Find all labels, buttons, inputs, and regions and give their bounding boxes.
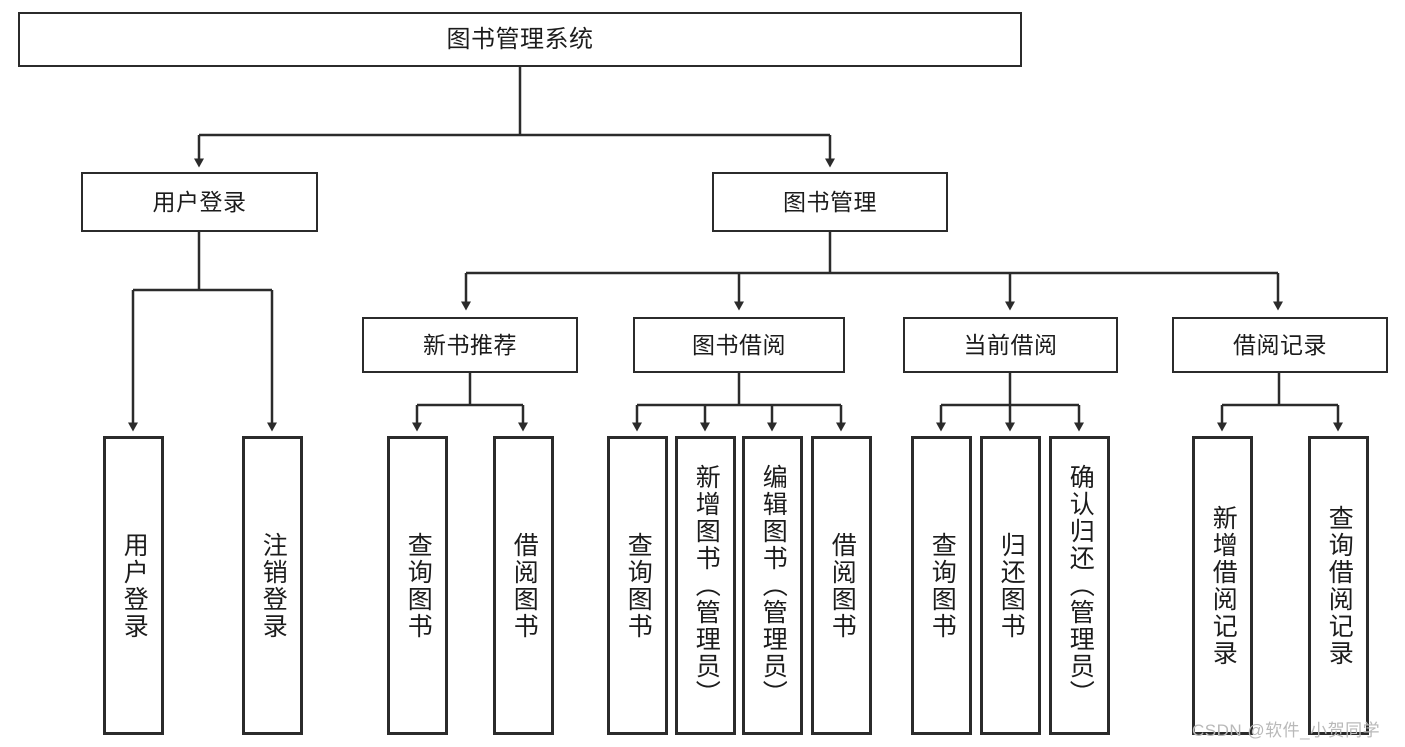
- node-leaf-borrow-book[interactable]: 借阅图书: [811, 436, 872, 735]
- node-borrow-record[interactable]: 借阅记录: [1172, 317, 1388, 373]
- node-leaf-return-book[interactable]: 归还图书: [980, 436, 1041, 735]
- node-leaf-add-book-admin[interactable]: 新增图书（管理员）: [675, 436, 736, 735]
- node-leaf-add-borrow-record[interactable]: 新增借阅记录: [1192, 436, 1253, 735]
- node-leaf-user-login[interactable]: 用户登录: [103, 436, 164, 735]
- node-book-management[interactable]: 图书管理: [712, 172, 948, 232]
- node-label: 新增图书（管理员）: [692, 464, 721, 707]
- node-current-borrow[interactable]: 当前借阅: [903, 317, 1118, 373]
- node-label: 确认归还（管理员）: [1066, 464, 1095, 707]
- node-label: 借阅图书: [510, 531, 539, 640]
- node-label: 当前借阅: [963, 331, 1058, 358]
- node-label: 注销登录: [259, 531, 288, 640]
- node-label: 查询图书: [404, 531, 433, 640]
- node-label: 新书推荐: [423, 331, 517, 358]
- node-label: 新增借阅记录: [1209, 504, 1238, 667]
- node-book-borrow[interactable]: 图书借阅: [633, 317, 845, 373]
- node-label: 借阅图书: [828, 531, 857, 640]
- node-label: 图书管理系统: [446, 25, 594, 53]
- node-label: 查询图书: [928, 531, 957, 640]
- node-leaf-query-borrow-record[interactable]: 查询借阅记录: [1308, 436, 1369, 735]
- node-leaf-query-book-borrow[interactable]: 查询图书: [607, 436, 668, 735]
- node-leaf-query-book-current[interactable]: 查询图书: [911, 436, 972, 735]
- node-label: 归还图书: [997, 531, 1026, 640]
- node-leaf-query-book-recommend[interactable]: 查询图书: [387, 436, 448, 735]
- node-label: 用户登录: [120, 531, 149, 640]
- node-label: 用户登录: [152, 188, 247, 215]
- node-label: 查询借阅记录: [1325, 504, 1354, 667]
- csdn-watermark: CSDN @软件_小贺同学: [1192, 721, 1381, 740]
- node-label: 查询图书: [624, 531, 653, 640]
- node-leaf-borrow-book-recommend[interactable]: 借阅图书: [493, 436, 554, 735]
- node-root-book-management-system[interactable]: 图书管理系统: [18, 12, 1022, 67]
- node-label: 借阅记录: [1233, 331, 1327, 358]
- node-leaf-confirm-return-admin[interactable]: 确认归还（管理员）: [1049, 436, 1110, 735]
- node-leaf-logout[interactable]: 注销登录: [242, 436, 303, 735]
- node-new-book-recommend[interactable]: 新书推荐: [362, 317, 578, 373]
- node-label: 图书借阅: [692, 331, 786, 358]
- node-user-login[interactable]: 用户登录: [81, 172, 318, 232]
- node-leaf-edit-book-admin[interactable]: 编辑图书（管理员）: [742, 436, 803, 735]
- node-label: 编辑图书（管理员）: [759, 464, 788, 707]
- node-label: 图书管理: [783, 188, 877, 215]
